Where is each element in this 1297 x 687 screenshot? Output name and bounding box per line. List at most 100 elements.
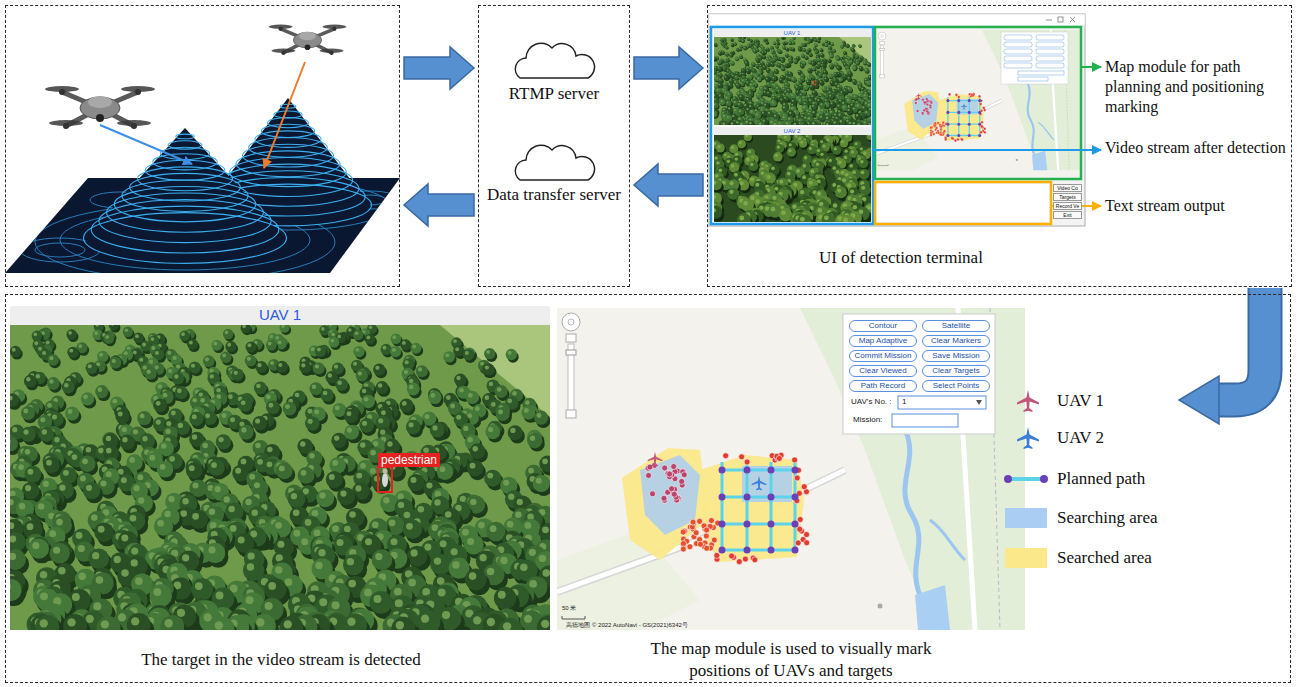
tree-highlight xyxy=(308,409,313,414)
tree-crown xyxy=(83,482,101,500)
tree-highlight xyxy=(49,379,53,383)
tree-highlight xyxy=(484,395,489,400)
tree-highlight xyxy=(803,164,807,168)
tree-crown xyxy=(172,372,184,384)
tree-crown xyxy=(299,361,311,373)
tree-highlight xyxy=(767,175,771,179)
tree-crown xyxy=(203,355,215,367)
tree-highlight xyxy=(225,331,229,335)
tree-crown xyxy=(748,161,758,171)
tree-highlight xyxy=(356,473,362,479)
tree-highlight xyxy=(369,326,373,330)
tree-crown xyxy=(428,391,441,404)
tree-highlight xyxy=(789,166,793,170)
tree-highlight xyxy=(106,436,111,441)
tree-highlight xyxy=(278,363,282,367)
tree-crown xyxy=(123,327,133,337)
tree-highlight xyxy=(355,485,361,491)
tree-highlight xyxy=(475,406,480,411)
tree-highlight xyxy=(222,354,226,358)
tree-highlight xyxy=(868,135,871,136)
rect-shape xyxy=(875,182,1051,224)
tree-highlight xyxy=(536,478,542,484)
tree-highlight xyxy=(410,477,416,483)
rect-shape xyxy=(714,127,871,135)
tree-highlight xyxy=(362,421,367,426)
tree-highlight xyxy=(530,436,535,441)
tree-crown xyxy=(179,331,189,341)
tree-highlight xyxy=(216,388,221,393)
tree-highlight xyxy=(329,474,335,480)
tree-crown xyxy=(716,144,725,153)
tree-highlight xyxy=(715,174,719,178)
tree-crown xyxy=(799,139,808,148)
tree-crown xyxy=(495,385,508,398)
tree-crown xyxy=(344,409,358,423)
tree-highlight xyxy=(714,181,716,185)
tree-highlight xyxy=(86,485,92,491)
tree-crown xyxy=(331,433,346,448)
tree-crown xyxy=(506,349,517,360)
g-shape xyxy=(876,29,1080,177)
tree-highlight xyxy=(255,443,260,448)
tree-crown xyxy=(10,346,21,357)
tree-highlight xyxy=(149,455,155,461)
tree-highlight xyxy=(755,183,759,187)
tree-highlight xyxy=(169,456,175,462)
tree-highlight xyxy=(64,383,68,387)
tree-highlight xyxy=(42,351,46,355)
tree-crown xyxy=(241,325,251,333)
path-shape xyxy=(515,43,594,78)
tree-crown xyxy=(443,351,454,362)
tree-highlight xyxy=(166,421,171,426)
tree-highlight xyxy=(832,166,836,170)
tree-crown xyxy=(484,470,501,487)
tree-highlight xyxy=(392,348,396,352)
line-shape xyxy=(264,62,305,168)
tree-highlight xyxy=(46,460,52,466)
tree-highlight xyxy=(98,448,104,454)
tree-highlight xyxy=(340,490,346,496)
tree-highlight xyxy=(459,388,464,393)
tree-highlight xyxy=(355,331,359,335)
tree-crown xyxy=(337,487,355,505)
tree-highlight xyxy=(134,485,140,491)
tree-highlight xyxy=(855,142,858,145)
tree-highlight xyxy=(254,482,260,488)
tree-crown xyxy=(246,341,257,352)
tree-highlight xyxy=(456,376,460,380)
tree-highlight xyxy=(18,464,24,470)
tree-highlight xyxy=(755,199,759,203)
tree-crown xyxy=(25,466,42,483)
tree-crown xyxy=(390,346,401,357)
tree-highlight xyxy=(861,171,865,175)
tree-crown xyxy=(67,347,78,358)
tree-crown xyxy=(376,381,389,394)
tree-highlight xyxy=(59,485,65,491)
tree-crown xyxy=(407,383,420,396)
tree-highlight xyxy=(829,159,832,162)
tree-highlight xyxy=(402,341,406,345)
tree-crown xyxy=(133,333,144,344)
rect-shape xyxy=(709,14,1085,226)
tree-highlight xyxy=(332,460,338,466)
tree-highlight xyxy=(257,459,263,465)
tree-highlight xyxy=(147,370,151,374)
ui-screenshot xyxy=(709,14,1101,232)
forest-ground xyxy=(10,325,550,630)
line-shape xyxy=(1046,20,1052,21)
tree-highlight xyxy=(491,402,496,407)
tree-crown xyxy=(527,433,542,448)
tree-highlight xyxy=(202,443,207,448)
tree-highlight xyxy=(851,150,854,153)
tree-highlight xyxy=(38,347,42,351)
tree-highlight xyxy=(743,201,747,205)
tree-highlight xyxy=(456,415,461,420)
tree-highlight xyxy=(404,370,408,374)
tree-highlight xyxy=(348,328,352,332)
tree-highlight xyxy=(781,210,786,215)
tree-highlight xyxy=(445,353,449,357)
line-shape xyxy=(1070,17,1075,22)
tree-highlight xyxy=(335,405,340,410)
